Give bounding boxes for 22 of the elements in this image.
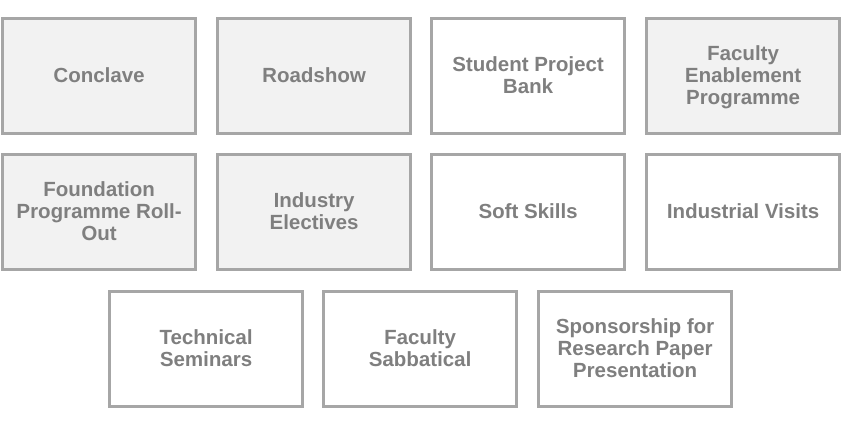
program-name: Faculty Sabbatical bbox=[368, 327, 472, 371]
program-box bbox=[537, 290, 733, 408]
program-name: Technical Seminars bbox=[158, 327, 254, 371]
program-box bbox=[1, 17, 197, 135]
program-name: Faculty Enablement Programme bbox=[684, 43, 802, 109]
program-name: Foundation Programme Roll-Out bbox=[15, 179, 183, 245]
program-box bbox=[430, 17, 626, 135]
program-name: Student Project Bank bbox=[451, 54, 605, 98]
program-name: Conclave bbox=[53, 65, 145, 87]
program-name: Industry Electives bbox=[268, 190, 360, 234]
program-name: Sponsorship for Research Paper Presentation bbox=[554, 316, 716, 382]
program-box bbox=[645, 17, 841, 135]
program-box bbox=[1, 153, 197, 271]
program-box bbox=[216, 17, 412, 135]
program-box bbox=[216, 153, 412, 271]
program-name: Roadshow bbox=[262, 65, 366, 87]
program-name: Soft Skills bbox=[478, 201, 578, 223]
program-box bbox=[645, 153, 841, 271]
program-box bbox=[108, 290, 304, 408]
program-box bbox=[322, 290, 518, 408]
program-box bbox=[430, 153, 626, 271]
program-name: Industrial Visits bbox=[666, 201, 820, 223]
